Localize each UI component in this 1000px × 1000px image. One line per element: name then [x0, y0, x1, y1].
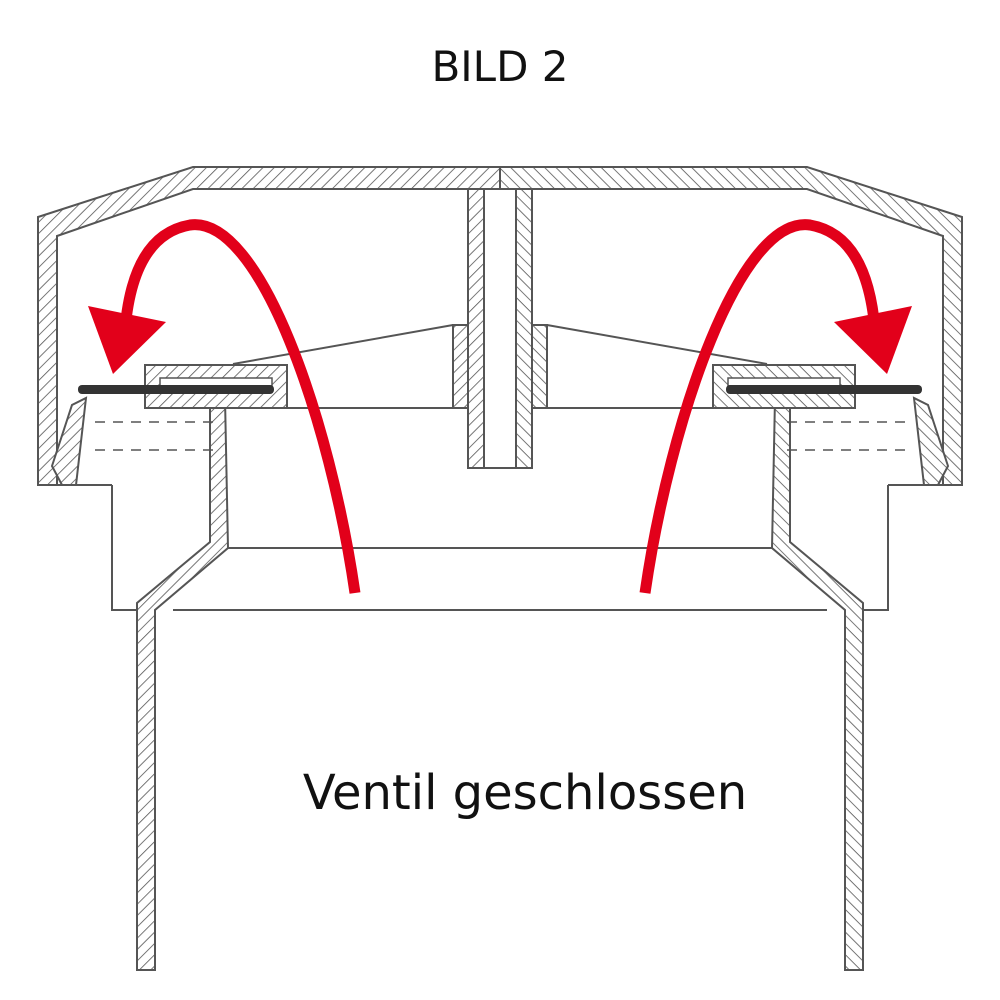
diagram-title: BILD 2 — [431, 42, 569, 91]
left-half-cross-section — [38, 167, 500, 970]
right-half-cross-section — [500, 167, 962, 970]
diagram-caption: Ventil geschlossen — [302, 765, 748, 821]
